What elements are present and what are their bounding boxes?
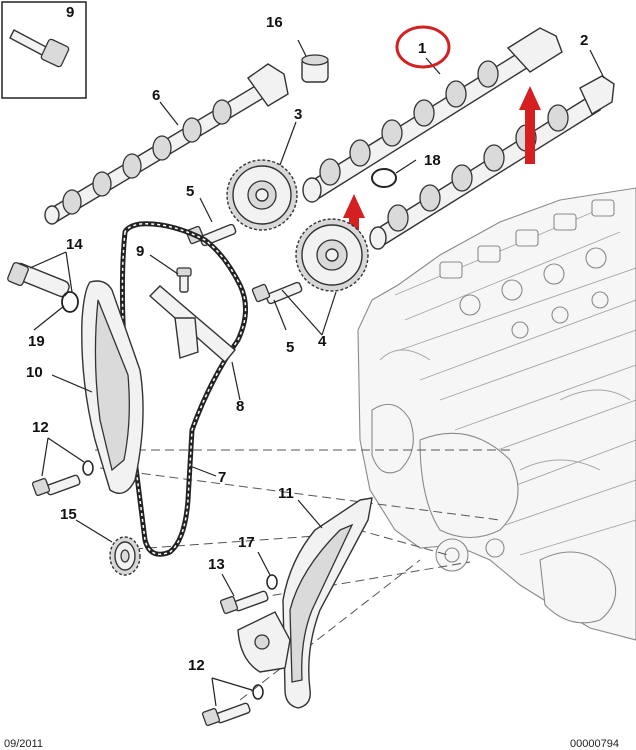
fixed-guide-11 (237, 497, 373, 709)
bolt-9-inset-box (1, 1, 87, 99)
callout-15: 15 (60, 506, 77, 523)
callout-labels: 1 2 3 4 5 5 6 7 8 9 9 10 11 12 12 13 14 … (26, 4, 588, 674)
callout-9-guide: 9 (136, 243, 144, 260)
callout-14: 14 (66, 236, 83, 253)
callout-19: 19 (28, 333, 45, 350)
o-ring-18 (371, 168, 397, 188)
callout-17: 17 (238, 534, 255, 551)
tensioner-arm-10 (81, 280, 144, 494)
crank-sprocket-15 (109, 536, 141, 576)
callout-9-inset: 9 (66, 4, 74, 21)
cam-sprocket-4 (295, 218, 369, 292)
seal-ring-19 (61, 291, 79, 313)
callout-11: 11 (278, 485, 294, 502)
cam-phaser-sprocket-3 (226, 159, 298, 231)
callout-4: 4 (318, 333, 327, 350)
callout-8: 8 (236, 398, 244, 415)
callout-5-lower: 5 (286, 339, 294, 356)
leader-lines (29, 39, 605, 707)
camshaft-2 (369, 75, 615, 250)
callout-12-upper: 12 (32, 419, 49, 436)
red-arrow-1 (519, 86, 541, 164)
callout-16: 16 (266, 14, 283, 31)
engine-cylinder-head (357, 187, 636, 641)
camshaft-1 (302, 27, 563, 203)
bolt-13 (219, 590, 269, 615)
camshaft-6 (44, 63, 289, 225)
callout-1: 1 (418, 40, 426, 57)
footer-date: 09/2011 (4, 738, 43, 750)
washer-17 (266, 574, 278, 590)
callout-3: 3 (294, 106, 302, 123)
callout-2: 2 (580, 32, 588, 49)
callout-18: 18 (424, 152, 441, 169)
callout-12-lower: 12 (188, 657, 205, 674)
bolt-5-lower (251, 281, 303, 305)
callout-10: 10 (26, 364, 43, 381)
callout-7: 7 (218, 469, 226, 486)
callout-5-upper: 5 (186, 183, 194, 200)
cam-bearing-bosses (439, 199, 615, 339)
tensioner-plunger-14 (7, 261, 70, 298)
callout-6: 6 (152, 87, 160, 104)
chain-guide-8 (148, 285, 236, 364)
callout-13: 13 (208, 556, 225, 573)
highlight-ring (395, 25, 451, 69)
bolt-12-lower (201, 684, 264, 727)
footer-ref: 00000794 (570, 738, 619, 750)
bolt-9-small (176, 267, 192, 293)
plug-16 (301, 54, 329, 83)
bolt-12-upper (31, 460, 94, 497)
